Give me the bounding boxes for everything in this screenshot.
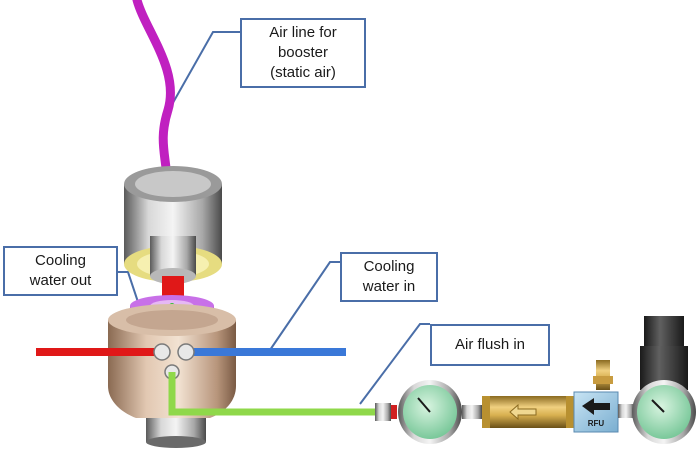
leader-air-line	[169, 31, 240, 109]
callout-air-flush-in-text: Air flush in	[454, 336, 526, 353]
cooling-water-in-pipe	[186, 348, 346, 356]
booster-cylinder	[124, 166, 222, 302]
inlet-fitting	[375, 403, 397, 421]
callout-air-flush-in: Air flush in	[430, 324, 550, 366]
air-flush-pipe	[168, 372, 375, 416]
callout-cooling-water-in-text: Cooling water in	[362, 258, 416, 295]
callout-air-line-for-booster-text: Air line for booster (static air)	[269, 24, 337, 81]
brass-valve-body	[482, 396, 574, 428]
leader-air-flush	[359, 323, 430, 405]
leader-water-in	[269, 261, 340, 351]
pressure-gauge-left	[398, 380, 462, 444]
brass-vent-fitting	[593, 360, 613, 390]
callout-cooling-water-out: Cooling water out	[3, 246, 118, 296]
booster-air-line	[132, 0, 175, 173]
callout-air-line-for-booster: Air line for booster (static air)	[240, 18, 366, 88]
callout-cooling-water-out-text: Cooling water out	[29, 252, 92, 289]
callout-cooling-water-in: Cooling water in	[340, 252, 438, 302]
pressure-gauge-right	[618, 380, 696, 444]
flow-meter-block: RFU	[573, 391, 619, 433]
gauge-connector	[462, 405, 482, 419]
cooling-water-out-pipe	[36, 348, 162, 356]
flow-meter-label: RFU	[588, 419, 605, 428]
